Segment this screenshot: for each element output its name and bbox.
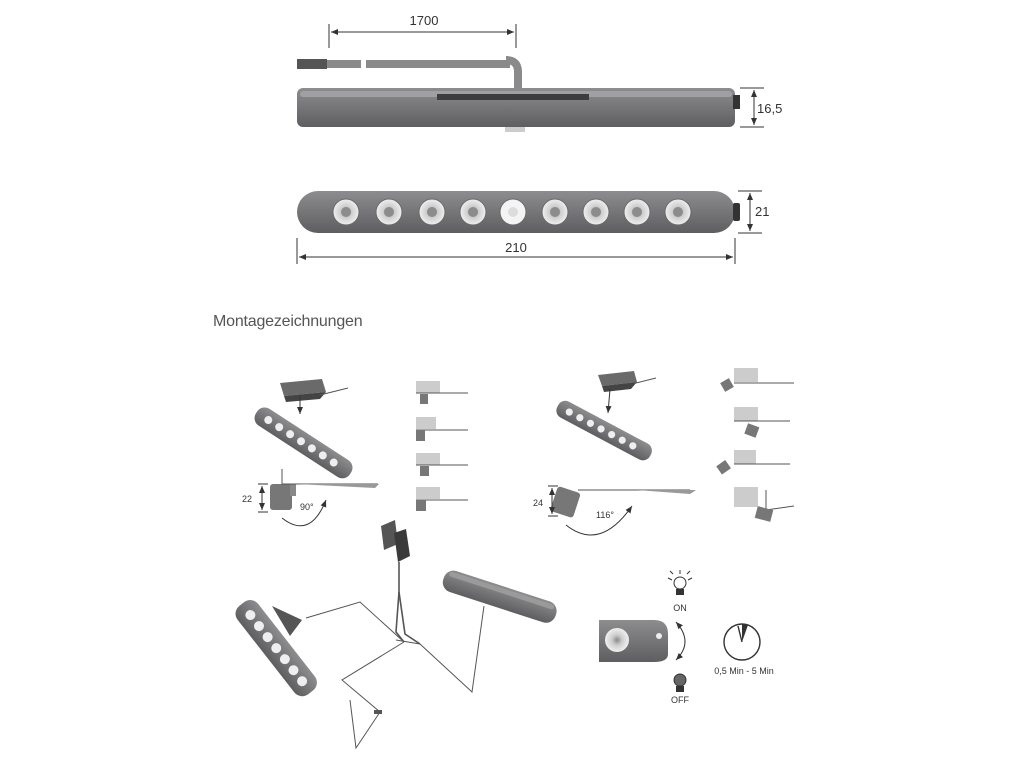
on-label: ON: [673, 603, 687, 613]
front-view: 21 210: [296, 190, 769, 264]
lens-center: [341, 207, 351, 217]
width-label: 21: [755, 204, 769, 219]
bulb-on-icon: [667, 570, 693, 595]
lens-center: [384, 207, 394, 217]
timer-label: 0,5 Min - 5 Min: [714, 666, 774, 676]
length-label: 210: [505, 240, 527, 255]
mount-right-height: 24: [533, 498, 543, 508]
mount-right-angle: 116°: [596, 510, 614, 520]
lens-center: [673, 207, 683, 217]
light-housing-side: [297, 88, 735, 127]
section-title: Montagezeichnungen: [213, 313, 363, 330]
lens-center: [427, 207, 437, 217]
connector: [297, 59, 327, 69]
mounting-left: 22 90°: [242, 379, 468, 527]
mount-left-angle: 90°: [300, 502, 314, 512]
timer-clock-icon: [723, 623, 761, 661]
wiring-diagram: [235, 520, 557, 750]
lens-center: [468, 207, 478, 217]
mounting-right: 24 116°: [533, 368, 795, 536]
side-view: 1700 16,5: [297, 13, 782, 132]
mount-left-height: 22: [242, 494, 252, 504]
lens-center: [591, 207, 601, 217]
height-label: 16,5: [757, 101, 782, 116]
bulb-off-icon: [673, 673, 687, 692]
off-label: OFF: [671, 695, 689, 705]
cable-length-label: 1700: [410, 13, 439, 28]
lens-center: [550, 207, 560, 217]
switch-panel: ON OFF 0,5 Min - 5 Min: [599, 570, 774, 705]
lens-center: [508, 207, 518, 217]
lens-center: [632, 207, 642, 217]
